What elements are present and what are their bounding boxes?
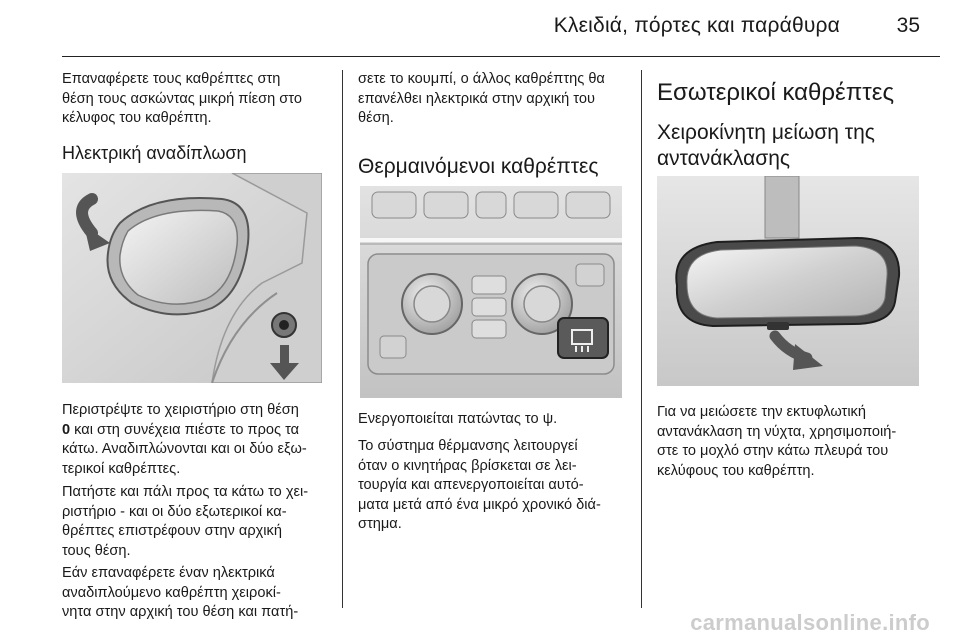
col1-para3-line: αναδιπλούμενο καθρέπτη χειροκί- xyxy=(62,584,281,601)
col3-para-line: στε το μοχλό στην κάτω πλευρά του xyxy=(657,443,889,459)
page-number: 35 xyxy=(896,14,920,37)
col1-intro: Επαναφέρετε τους καθρέπτες στη θέση τους… xyxy=(62,70,332,129)
col1-para1-line: τερικοί καθρέπτες. xyxy=(62,460,181,477)
col2-para-line: στημα. xyxy=(358,516,402,532)
col2-intro: σετε το κουμπί, ο άλλος καθρέπτης θα επα… xyxy=(358,70,633,129)
col2-intro-line: θέση. xyxy=(358,110,394,126)
col2-para: Το σύστημα θέρμανσης λειτουργεί όταν ο κ… xyxy=(358,437,633,535)
col1-para3-line: Εάν επαναφέρετε έναν ηλεκτρικά xyxy=(62,565,275,581)
activate-text: Ενεργοποιείται πατώντας το xyxy=(358,411,539,427)
heated-mirror-symbol: ψ. xyxy=(542,411,558,427)
col3-para-line: κελύφους του καθρέπτη. xyxy=(657,462,815,479)
manual-antidazzle-line: Χειροκίνητη μείωση της xyxy=(657,121,875,144)
page-header: Κλειδιά, πόρτες και παράθυρα 35 xyxy=(0,0,960,58)
col1-intro-line: Επαναφέρετε τους καθρέπτες στη xyxy=(62,71,281,87)
col2-intro-line: επανέλθει ηλεκτρικά στην αρχική του xyxy=(358,90,595,107)
col1-para3: Εάν επαναφέρετε έναν ηλεκτρικά αναδιπλού… xyxy=(62,564,337,623)
header-rule xyxy=(62,56,940,57)
column-divider-1 xyxy=(342,70,343,608)
col1-para1-line2: 0 και στη συνέχεια πιέστε το προς τα xyxy=(62,421,337,441)
col1-intro-line: θέση τους ασκώντας μικρή πίεση στο xyxy=(62,90,302,107)
col2-activate-line: Ενεργοποιείται πατώντας το ψ. xyxy=(358,410,633,430)
col2-intro-line: σετε το κουμπί, ο άλλος καθρέπτης θα xyxy=(358,71,605,87)
mirror-fold-figure xyxy=(62,173,322,383)
chapter-title: Κλειδιά, πόρτες και παράθυρα xyxy=(553,14,840,37)
col1-para2-line: θρέπτες επιστρέφουν στην αρχική xyxy=(62,523,282,539)
column-divider-2 xyxy=(641,70,642,608)
manual-antidazzle-heading: Χειροκίνητη μείωση της αντανάκλασης xyxy=(657,120,875,172)
climate-control-figure xyxy=(360,186,622,398)
col1-intro-line: κέλυφος του καθρέπτη. xyxy=(62,110,212,126)
col3-para: Για να μειώσετε την εκτυφλωτική αντανάκλ… xyxy=(657,403,937,481)
col2-para-line: Το σύστημα θέρμανσης λειτουργεί xyxy=(358,438,578,454)
watermark-text: carmanualsonline.info xyxy=(690,610,930,635)
col1-para2-line: τους θέση. xyxy=(62,542,131,559)
manual-antidazzle-line: αντανάκλασης xyxy=(657,147,791,170)
position-zero-label: 0 xyxy=(62,421,71,438)
col1-para1-line2-rest: και στη συνέχεια πιέστε το προς τα xyxy=(70,421,300,438)
col1-para1: Περιστρέψτε το χειριστήριο στη θέση 0 κα… xyxy=(62,401,337,479)
rearview-mirror-figure xyxy=(657,176,919,386)
col1-para2: Πατήστε και πάλι προς τα κάτω το χει- ρι… xyxy=(62,483,337,561)
col2-para-line: τουργία και απενεργοποιείται αυτό- xyxy=(358,477,584,493)
col1-para1-line: Περιστρέψτε το χειριστήριο στη θέση xyxy=(62,402,299,418)
col3-para-line: Για να μειώσετε την εκτυφλωτική xyxy=(657,404,866,420)
col1-para1-line: κάτω. Αναδιπλώνονται και οι δύο εξω- xyxy=(62,441,307,457)
col2-para-line: όταν ο κινητήρας βρίσκεται σε λει- xyxy=(358,457,577,474)
heated-mirrors-heading: Θερμαινόμενοι καθρέπτες xyxy=(358,155,599,178)
col2-para-line: ματα μετά από ένα μικρό χρονικό διά- xyxy=(358,496,601,513)
col1-para3-line: νητα στην αρχική του θέση και πατή- xyxy=(62,604,299,620)
electric-folding-heading: Ηλεκτρική αναδίπλωση xyxy=(62,143,247,163)
interior-mirrors-heading: Εσωτερικοί καθρέπτες xyxy=(657,79,895,106)
col3-para-line: αντανάκλαση τη νύχτα, χρησιμοποιή- xyxy=(657,423,897,440)
col1-para2-line: ριστήριο - και οι δύο εξωτερικοί κα- xyxy=(62,503,287,520)
col1-para2-line: Πατήστε και πάλι προς τα κάτω το χει- xyxy=(62,484,309,500)
